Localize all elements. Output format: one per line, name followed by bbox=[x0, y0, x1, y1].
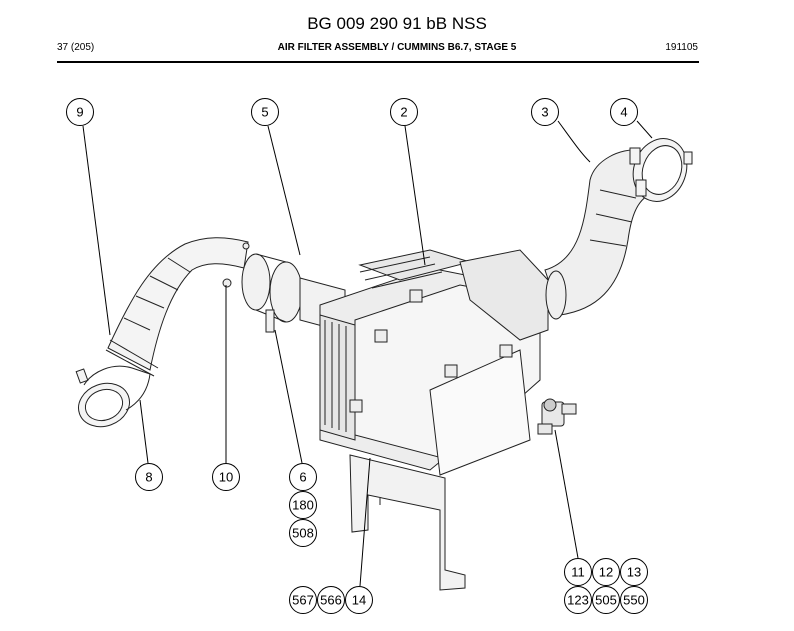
item-balloon-5[interactable]: 5 bbox=[251, 98, 279, 126]
item-balloon-508[interactable]: 508 bbox=[289, 519, 317, 547]
item-balloon-3[interactable]: 3 bbox=[531, 98, 559, 126]
assembly-heading: AIR FILTER ASSEMBLY / CUMMINS B6.7, STAG… bbox=[277, 42, 517, 53]
item-balloon-6[interactable]: 6 bbox=[289, 463, 317, 491]
balloon-label: 9 bbox=[76, 105, 83, 120]
balloon-label: 123 bbox=[567, 593, 589, 608]
item-balloon-10[interactable]: 10 bbox=[212, 463, 240, 491]
document-title: BG 009 290 91 bB NSS bbox=[307, 14, 487, 33]
item-balloon-505[interactable]: 505 bbox=[592, 586, 620, 614]
item-balloon-13[interactable]: 13 bbox=[620, 558, 648, 586]
filter-housing bbox=[319, 249, 541, 476]
clamp-10 bbox=[222, 242, 250, 288]
item-balloon-12[interactable]: 12 bbox=[592, 558, 620, 586]
balloon-label: 5 bbox=[261, 105, 268, 120]
balloon-label: 13 bbox=[627, 565, 641, 580]
balloon-label: 567 bbox=[292, 593, 314, 608]
balloon-label: 2 bbox=[400, 105, 407, 120]
balloon-label: 180 bbox=[292, 498, 314, 513]
balloon-label: 6 bbox=[299, 470, 306, 485]
balloon-label: 508 bbox=[292, 526, 314, 541]
balloon-label: 11 bbox=[571, 565, 585, 580]
air-filter-assembly bbox=[75, 138, 693, 591]
balloon-label: 505 bbox=[595, 593, 617, 608]
balloon-label: 8 bbox=[145, 470, 152, 485]
balloon-label: 12 bbox=[599, 565, 613, 580]
item-balloon-180[interactable]: 180 bbox=[289, 491, 317, 519]
item-balloon-2[interactable]: 2 bbox=[390, 98, 418, 126]
intake-ring bbox=[629, 138, 693, 202]
balloon-label: 4 bbox=[620, 105, 627, 120]
item-balloon-11[interactable]: 11 bbox=[564, 558, 592, 586]
mounting-bracket bbox=[349, 454, 466, 591]
header-rule bbox=[57, 61, 699, 63]
balloon-label: 550 bbox=[623, 593, 645, 608]
balloon-label: 566 bbox=[320, 593, 342, 608]
page-number: 37 (205) bbox=[57, 42, 95, 53]
item-balloon-567[interactable]: 567 bbox=[289, 586, 317, 614]
service-cap bbox=[459, 249, 549, 341]
balloon-label: 14 bbox=[352, 593, 366, 608]
item-balloon-566[interactable]: 566 bbox=[317, 586, 345, 614]
item-balloon-4[interactable]: 4 bbox=[610, 98, 638, 126]
left-hose bbox=[75, 237, 249, 428]
balloon-label: 3 bbox=[541, 105, 548, 120]
pressure-sensor bbox=[537, 398, 577, 435]
item-balloon-550[interactable]: 550 bbox=[620, 586, 648, 614]
item-balloon-123[interactable]: 123 bbox=[564, 586, 592, 614]
date-code: 191105 bbox=[665, 42, 698, 53]
balloon-label: 10 bbox=[219, 470, 233, 485]
item-balloon-14[interactable]: 14 bbox=[345, 586, 373, 614]
item-balloon-8[interactable]: 8 bbox=[135, 463, 163, 491]
leader-lines bbox=[82, 120, 653, 587]
item-balloon-9[interactable]: 9 bbox=[66, 98, 94, 126]
